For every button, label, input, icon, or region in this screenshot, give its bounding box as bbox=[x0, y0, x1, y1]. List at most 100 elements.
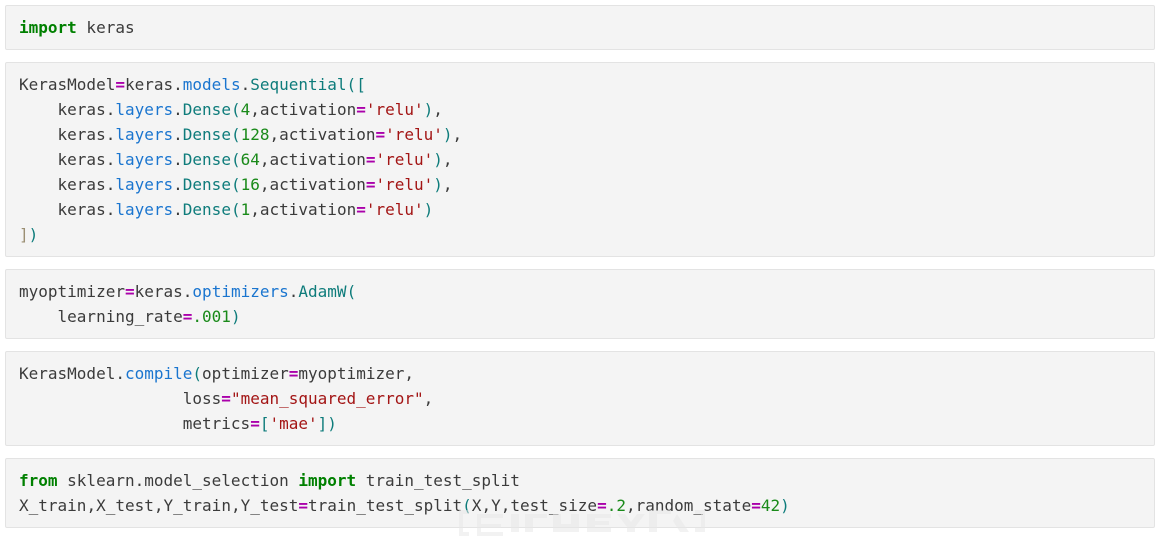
token-mod: optimizers bbox=[192, 282, 289, 301]
token-punc: [ bbox=[356, 75, 366, 94]
token-op: = bbox=[221, 389, 231, 408]
token-kw: import bbox=[298, 471, 357, 490]
token-cls: Dense bbox=[182, 200, 231, 219]
token-plain: random_state bbox=[635, 496, 752, 515]
token-comma: , bbox=[423, 389, 434, 408]
token-plain: activation bbox=[259, 200, 357, 219]
token-plain: activation bbox=[269, 150, 366, 169]
token-op: = bbox=[365, 150, 376, 169]
code-line: myoptimizer=keras.optimizers.AdamW( bbox=[19, 279, 1154, 304]
token-plain: activation bbox=[259, 100, 357, 119]
token-kw: from bbox=[19, 471, 58, 490]
token-mod: layers bbox=[115, 150, 174, 169]
token-kw: import bbox=[19, 18, 77, 37]
code-block[interactable]: myoptimizer=keras.optimizers.AdamW( lear… bbox=[6, 279, 1154, 329]
token-punc: ) bbox=[28, 225, 39, 244]
token-plain: X_test bbox=[96, 496, 154, 515]
token-plain: . bbox=[105, 150, 116, 169]
token-num: 128 bbox=[240, 125, 270, 144]
token-num: 1 bbox=[240, 200, 251, 219]
token-plain: . bbox=[173, 150, 183, 169]
token-punc: ) bbox=[442, 125, 453, 144]
code-block[interactable]: import keras bbox=[6, 15, 1154, 40]
cell-3-optimizer[interactable]: myoptimizer=keras.optimizers.AdamW( lear… bbox=[5, 269, 1155, 339]
token-op: = bbox=[356, 100, 366, 119]
token-plain: . bbox=[173, 175, 183, 194]
code-block[interactable]: from sklearn.model_selection import trai… bbox=[6, 468, 1154, 518]
cell-5-train-test-split[interactable]: from sklearn.model_selection import trai… bbox=[5, 458, 1155, 528]
token-mod: models bbox=[182, 75, 241, 94]
token-str: "mean_squared_error" bbox=[230, 389, 424, 408]
token-punc: ) bbox=[780, 496, 790, 515]
token-punc: ( bbox=[230, 150, 241, 169]
token-comma: , bbox=[481, 496, 492, 515]
token-plain: Y bbox=[491, 496, 501, 515]
token-op: = bbox=[298, 496, 309, 515]
token-punc: ( bbox=[230, 100, 241, 119]
token-comma: , bbox=[442, 175, 453, 194]
token-str: 'relu' bbox=[385, 125, 443, 144]
token-cls: Dense bbox=[182, 150, 231, 169]
cell-1-import-keras[interactable]: import keras bbox=[5, 5, 1155, 50]
token-plain: myoptimizer bbox=[298, 364, 405, 383]
token-op: = bbox=[375, 125, 386, 144]
code-line: KerasModel=keras.models.Sequential([ bbox=[19, 72, 1154, 97]
token-op: = bbox=[115, 75, 125, 94]
token-plain: keras bbox=[19, 100, 106, 119]
code-line: KerasModel.compile(optimizer=myoptimizer… bbox=[19, 361, 1154, 386]
token-plain: Y_test bbox=[240, 496, 299, 515]
token-comma: , bbox=[500, 496, 511, 515]
token-plain: . bbox=[105, 125, 116, 144]
token-num: .001 bbox=[192, 307, 231, 326]
token-plain: X bbox=[471, 496, 482, 515]
token-brk: ] bbox=[19, 225, 29, 244]
code-block[interactable]: KerasModel=keras.models.Sequential([ ker… bbox=[6, 72, 1154, 247]
token-plain: X_train bbox=[19, 496, 87, 515]
token-plain: metrics bbox=[19, 414, 251, 433]
token-plain: loss bbox=[19, 389, 222, 408]
token-punc: ] bbox=[317, 414, 328, 433]
token-op: = bbox=[182, 307, 193, 326]
token-punc: ( bbox=[230, 200, 241, 219]
token-plain: Y_train bbox=[163, 496, 231, 515]
token-num: 42 bbox=[760, 496, 781, 515]
token-mod: layers bbox=[115, 175, 174, 194]
code-line: keras.layers.Dense(16,activation='relu')… bbox=[19, 172, 1154, 197]
token-punc: ( bbox=[192, 364, 203, 383]
cell-2-model-definition[interactable]: KerasModel=keras.models.Sequential([ ker… bbox=[5, 62, 1155, 257]
token-comma: , bbox=[153, 496, 164, 515]
cell-4-compile[interactable]: KerasModel.compile(optimizer=myoptimizer… bbox=[5, 351, 1155, 446]
token-punc: ( bbox=[462, 496, 472, 515]
token-comma: , bbox=[230, 496, 241, 515]
token-plain: . bbox=[105, 175, 116, 194]
token-plain: train_test_split bbox=[308, 496, 463, 515]
token-punc: ) bbox=[230, 307, 241, 326]
code-line: from sklearn.model_selection import trai… bbox=[19, 468, 1154, 493]
token-num: 4 bbox=[240, 100, 251, 119]
token-plain: . bbox=[173, 125, 183, 144]
token-plain: . bbox=[240, 75, 251, 94]
code-line: keras.layers.Dense(4,activation='relu'), bbox=[19, 97, 1154, 122]
token-plain: keras bbox=[76, 18, 135, 37]
token-punc: ( bbox=[230, 175, 241, 194]
token-plain: . bbox=[173, 100, 183, 119]
token-op: = bbox=[250, 414, 260, 433]
code-line: metrics=['mae']) bbox=[19, 411, 1154, 436]
token-plain: keras bbox=[19, 175, 106, 194]
token-comma: , bbox=[442, 150, 453, 169]
token-str: 'relu' bbox=[365, 200, 424, 219]
code-line: learning_rate=.001) bbox=[19, 304, 1154, 329]
token-op: = bbox=[124, 282, 135, 301]
token-str: 'relu' bbox=[375, 175, 434, 194]
token-str: 'mae' bbox=[269, 414, 318, 433]
code-block[interactable]: KerasModel.compile(optimizer=myoptimizer… bbox=[6, 361, 1154, 436]
token-mod: layers bbox=[115, 100, 174, 119]
token-punc: ) bbox=[327, 414, 337, 433]
token-plain: . bbox=[105, 100, 116, 119]
token-punc: [ bbox=[259, 414, 270, 433]
token-plain: . bbox=[173, 200, 183, 219]
token-cls: Dense bbox=[182, 125, 231, 144]
token-op: = bbox=[356, 200, 366, 219]
token-comma: , bbox=[250, 100, 260, 119]
token-num: 64 bbox=[240, 150, 260, 169]
